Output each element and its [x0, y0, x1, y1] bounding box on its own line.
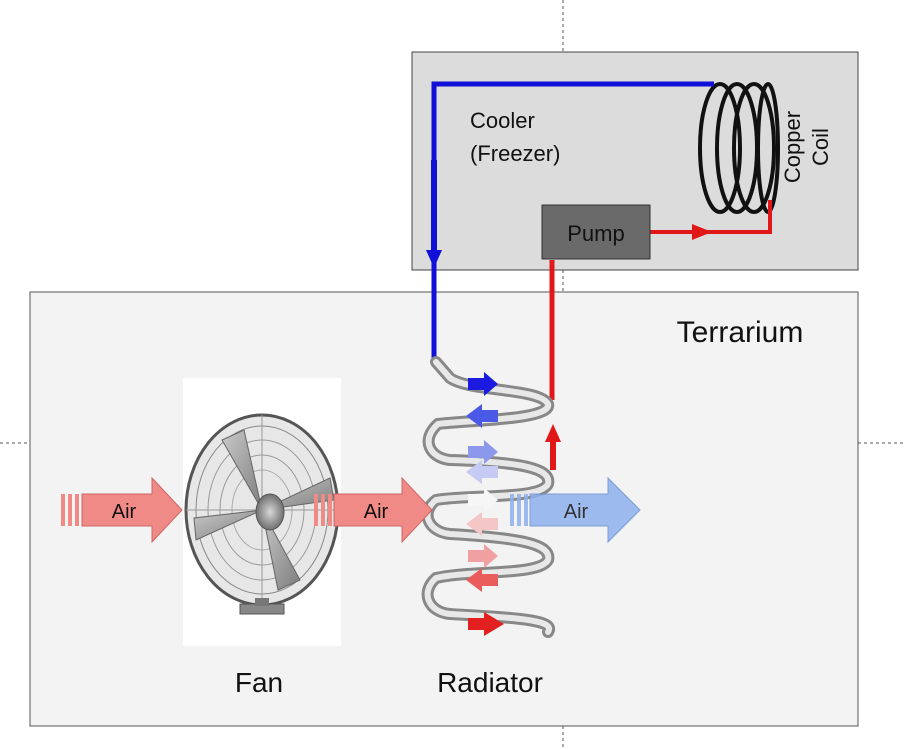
fan-label: Fan	[235, 667, 283, 698]
radiator-flow-arrow-icon	[468, 544, 498, 568]
hot-flow-up-arrow-icon	[545, 424, 561, 442]
radiator-flow-arrow-icon	[468, 488, 498, 512]
copper-coil-label-line2: Coil	[808, 128, 833, 166]
radiator-flow-arrow-icon	[466, 512, 498, 536]
pump-box	[541, 204, 651, 260]
air-arrow-label: Air	[564, 501, 589, 523]
radiator-flow-arrow-icon	[466, 460, 498, 484]
terrarium-label: Terrarium	[677, 316, 804, 349]
radiator-flow-arrow-icon	[468, 612, 504, 636]
cooler-label-line2: (Freezer)	[470, 141, 560, 166]
pump-label: Pump	[567, 221, 624, 246]
radiator-flow-arrow-icon	[468, 372, 498, 396]
radiator-flow-arrow-icon	[466, 404, 498, 428]
air-arrow-label: Air	[112, 501, 137, 523]
hot-flow-arrow-icon	[692, 224, 712, 240]
cold-flow-arrow-icon	[426, 250, 442, 268]
cooler-label-line1: Cooler	[470, 108, 535, 133]
hot-pipe-to-coil	[650, 200, 772, 234]
copper-coil-label-line1: Copper	[780, 111, 805, 183]
radiator-icon	[421, 356, 556, 638]
radiator-label: Radiator	[437, 667, 543, 698]
air-arrow-inlet: Air	[61, 476, 183, 544]
copper-coil-icon	[698, 82, 780, 214]
copper-coil-label: Copper Coil	[780, 111, 833, 183]
fan-icon	[184, 413, 340, 615]
air-arrow-label: Air	[364, 501, 389, 523]
radiator-flow-arrow-icon	[468, 440, 498, 464]
air-arrow-outlet: Air	[510, 476, 641, 544]
air-arrow-fan-to-radiator: Air	[314, 476, 433, 544]
radiator-flow-arrow-icon	[466, 568, 498, 592]
radiator-flow-arrows	[466, 372, 504, 636]
